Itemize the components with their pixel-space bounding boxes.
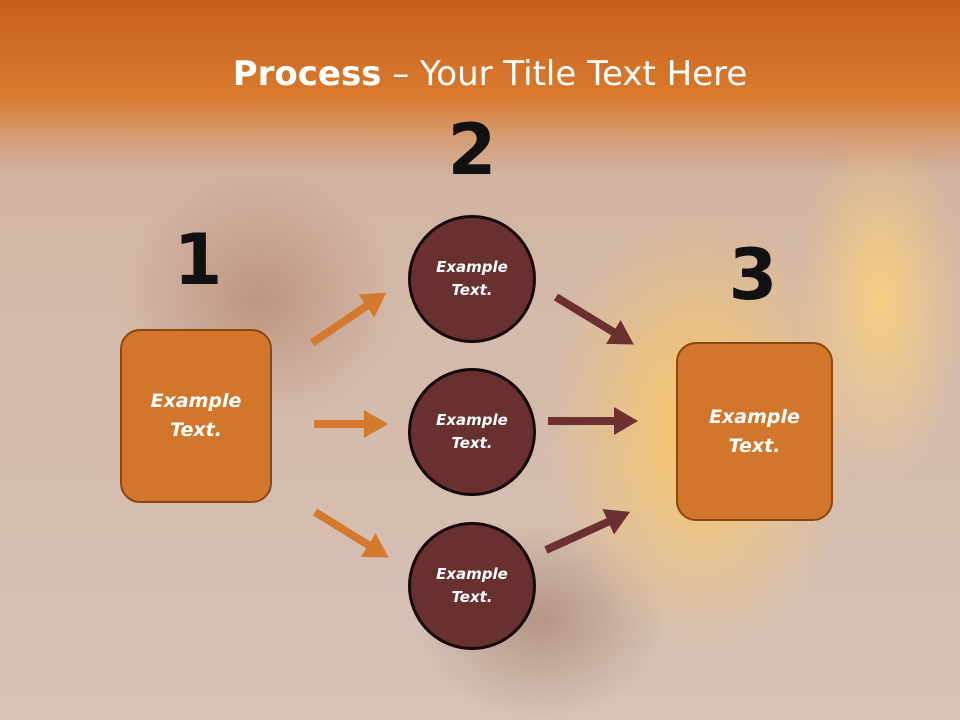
step-2-circle-bottom[interactable]: Example Text. — [408, 522, 536, 650]
slide-title[interactable]: Process – Your Title Text Here — [0, 52, 960, 96]
title-bold: Process — [232, 54, 382, 94]
header-band — [0, 0, 960, 175]
arrow-1-to-top — [309, 292, 387, 347]
step-2-circle-middle[interactable]: Example Text. — [408, 368, 536, 496]
step-number-1: 1 — [173, 219, 223, 301]
step-1-text: Example Text. — [150, 390, 242, 441]
arrow-1-to-bottom — [312, 508, 389, 558]
step-number-2: 2 — [447, 109, 497, 191]
arrow-top-to-3 — [553, 293, 634, 345]
step-2-circle-bottom-text: Example Text. — [436, 565, 508, 606]
step-3-text: Example Text. — [709, 405, 800, 457]
step-3-box[interactable]: Example Text. — [676, 342, 833, 521]
step-2-circle-top[interactable]: Example Text. — [408, 215, 536, 343]
step-number-3: 3 — [728, 234, 778, 316]
step-2-circle-middle-text: Example Text. — [436, 411, 508, 452]
step-1-box[interactable]: Example Text. — [120, 329, 272, 503]
step-2-circle-top-text: Example Text. — [436, 258, 508, 299]
arrow-bottom-to-3 — [544, 509, 631, 554]
title-rest: – Your Title Text Here — [381, 54, 748, 94]
